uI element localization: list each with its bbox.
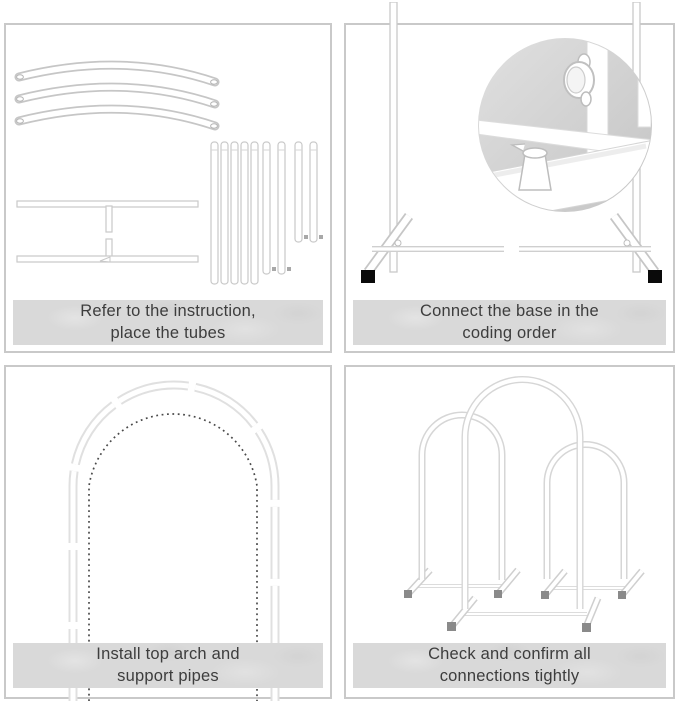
step-3-caption-bar: Install top arch and support pipes — [13, 643, 323, 688]
step-4-panel: Check and confirm all connections tightl… — [344, 365, 675, 699]
step-2-caption: Connect the base in the coding order — [420, 302, 599, 342]
t-feet — [361, 213, 662, 283]
support-tube-bundle — [210, 141, 323, 285]
step-2-caption-bar: Connect the base in the coding order — [353, 300, 666, 345]
segmented-arch-tube — [68, 380, 280, 701]
base-frame-illustration — [361, 2, 662, 283]
black-foot-cap — [648, 270, 662, 283]
base-crossbars — [412, 584, 626, 616]
magnifier-circle — [478, 38, 652, 212]
arch-guide-illustration — [68, 380, 280, 701]
step-3-caption: Install top arch and support pipes — [96, 645, 240, 685]
step-1-caption: Refer to the instruction, place the tube… — [80, 302, 256, 342]
black-foot-cap — [361, 270, 375, 283]
t-base-bar-parts — [16, 200, 199, 263]
step-1-caption-bar: Refer to the instruction, place the tube… — [13, 300, 323, 345]
assembled-arches-illustration — [404, 376, 645, 632]
cone-connector-knob — [509, 143, 552, 191]
arch-feet — [404, 567, 645, 632]
dotted-guide-line — [88, 413, 258, 701]
step-4-caption: Check and confirm all connections tightl… — [428, 645, 591, 685]
medium-arch — [418, 411, 506, 580]
step-1-panel: Refer to the instruction, place the tube… — [4, 23, 332, 353]
tall-arch — [461, 376, 584, 609]
small-arch — [543, 441, 628, 579]
step-3-panel: Install top arch and support pipes — [4, 365, 332, 701]
base-crossbar — [372, 239, 651, 252]
gray-foot-caps — [404, 590, 626, 632]
step-2-panel: Connect the base in the coding order — [344, 2, 675, 353]
step-4-caption-bar: Check and confirm all connections tightl… — [353, 643, 666, 688]
thumb-screw-knob — [563, 53, 595, 107]
disassembled-tubes-illustration — [14, 60, 323, 285]
curved-tube-parts — [14, 60, 220, 131]
